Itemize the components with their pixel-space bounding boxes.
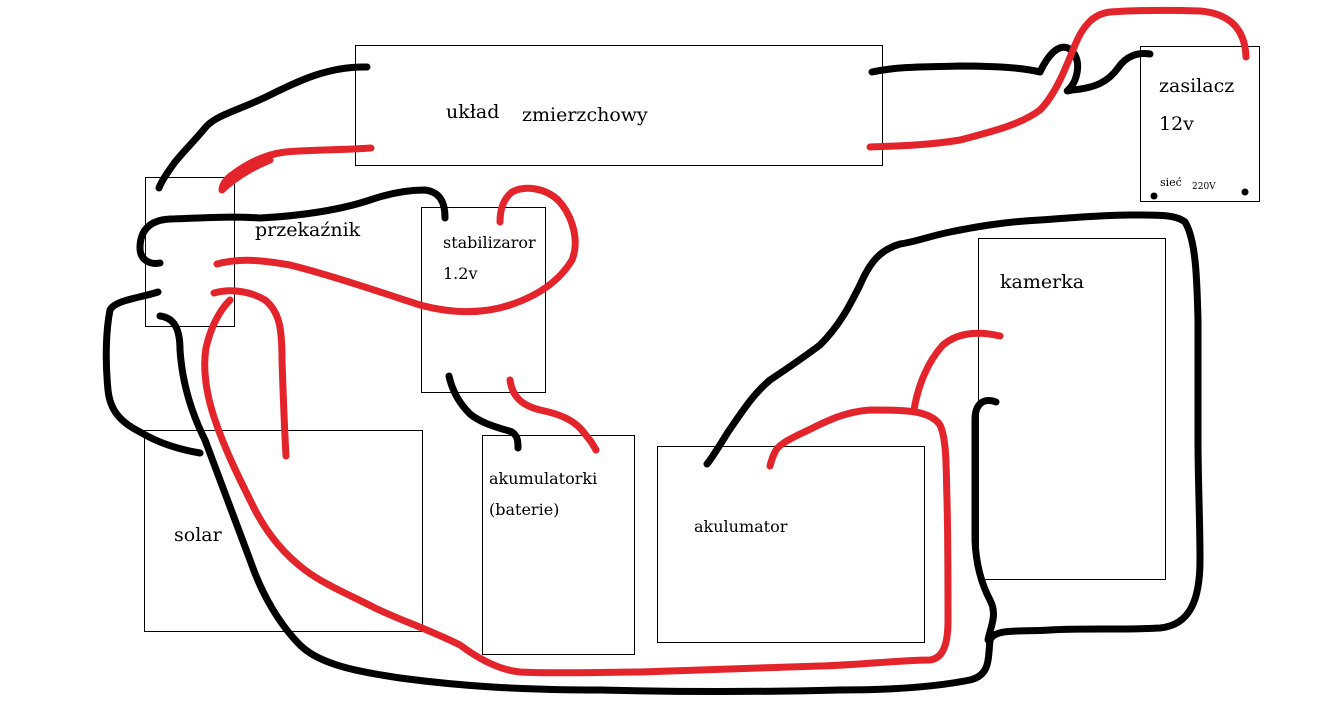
zmierzchowy-label: zmierzchowy <box>522 104 648 126</box>
wire-red-przekaznik-stab <box>213 184 579 316</box>
stabilizator-voltage-label: 1.2v <box>443 264 478 283</box>
wire-black-stab-akumulatorki <box>445 372 522 452</box>
akumulatorki-box <box>482 435 635 655</box>
wire-red-uklad-przekaznik <box>218 144 375 194</box>
stabilizator-label: stabilizaror <box>443 233 536 252</box>
wire-red-uklad-zasilacz <box>866 6 1250 151</box>
zasilacz-box <box>1140 46 1260 202</box>
zasilacz-voltage-label: 12v <box>1159 113 1194 135</box>
wire-black-uklad-przekaznik <box>155 63 371 192</box>
solar-label: solar <box>174 524 222 546</box>
przekaznik-box <box>145 177 235 327</box>
wire-black-uklad-zasilacz <box>868 43 1154 95</box>
wire-red-bottom-loop <box>201 296 952 677</box>
akumulatorki-subtitle: (baterie) <box>489 500 560 519</box>
uklad-label: układ <box>446 101 500 123</box>
black-wires <box>102 43 1204 695</box>
mains-terminal-right <box>1241 188 1249 196</box>
siec-label: sieć <box>1160 176 1182 189</box>
wire-red-kamerka <box>910 329 1004 414</box>
przekaznik-label: przekaźnik <box>255 219 361 241</box>
wire-black-bottom-loop <box>156 211 1204 695</box>
wire-black-przekaznik-solar <box>102 288 204 457</box>
wire-black-kamerka <box>971 397 1000 644</box>
zasilacz-label: zasilacz <box>1159 75 1235 97</box>
wire-black-przekaznik-loop <box>136 186 449 267</box>
wire-red-przekaznik-solar <box>210 287 290 460</box>
wire-red-stab-akumulatorki <box>506 376 600 454</box>
akumulator-label: akulumator <box>694 517 788 536</box>
mains-voltage-label: 220V <box>1192 182 1216 192</box>
uklad-zmierzchowy-box <box>355 45 883 166</box>
red-wires <box>201 6 1250 677</box>
kamerka-label: kamerka <box>1000 271 1085 293</box>
mains-terminal-left <box>1150 192 1158 200</box>
akumulator-box <box>657 446 925 643</box>
stabilizator-box <box>421 207 546 393</box>
akumulatorki-label: akumulatorki <box>489 469 598 488</box>
